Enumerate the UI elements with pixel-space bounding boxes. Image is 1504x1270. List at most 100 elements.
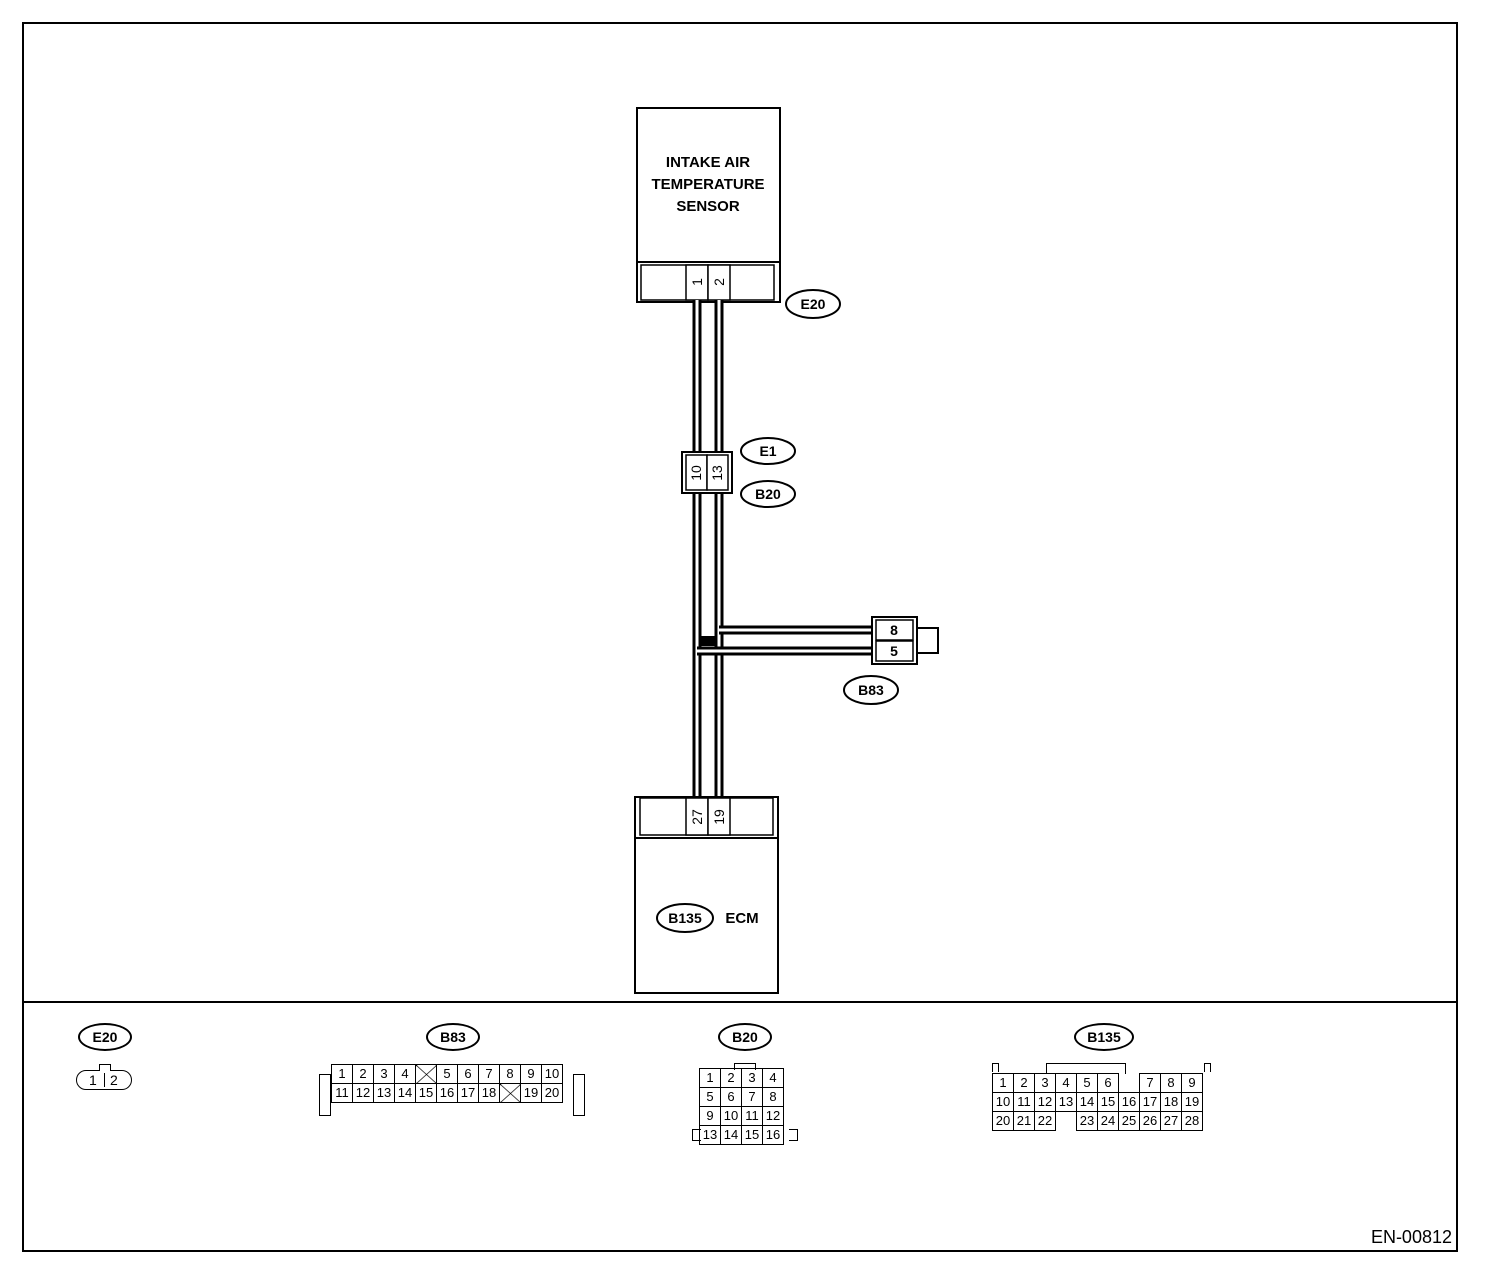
view-b135-pin: 19 (1181, 1092, 1203, 1112)
sensor-label-line3: SENSOR (676, 198, 740, 215)
b83-connector: 8 5 B83 (843, 616, 939, 705)
view-b20-pin: 12 (762, 1106, 784, 1126)
connector-callout-e20 (785, 289, 841, 319)
view-b83-pin: 3 (373, 1064, 395, 1084)
view-e20-separator (104, 1073, 105, 1087)
view-b20-title: B20 (718, 1023, 772, 1051)
view-b83-pin: 20 (541, 1083, 563, 1103)
joint-pin-13-cell (706, 454, 729, 491)
view-b20-key (734, 1063, 756, 1070)
view-b20-pin: 2 (720, 1068, 742, 1088)
view-b135-tab-right (1204, 1063, 1211, 1072)
b83-pin-8: 8 (890, 622, 898, 638)
view-b135-title: B135 (1074, 1023, 1134, 1051)
view-b20-pin: 7 (741, 1087, 763, 1107)
joint-connector-e1-b20: 10 13 E1 B20 (681, 437, 796, 508)
connector-callout-b83 (843, 675, 899, 705)
view-b83-pin: 2 (352, 1064, 374, 1084)
view-b83-pin: 15 (415, 1083, 437, 1103)
ecm-pin-19: 19 (711, 809, 727, 825)
view-b83-pin: 19 (520, 1083, 542, 1103)
view-e20-key (99, 1064, 111, 1071)
view-b135-pin: 27 (1160, 1111, 1182, 1131)
joint-pin-13: 13 (709, 465, 725, 481)
connector-callout-b135-text: B135 (668, 910, 702, 926)
ecm-label: ECM (725, 910, 758, 927)
view-b135-pin: 1 (992, 1073, 1014, 1093)
view-b135-pin: 15 (1097, 1092, 1119, 1112)
view-b135-key (1046, 1063, 1126, 1074)
view-b83-pin: 1 (331, 1064, 353, 1084)
ecm-pin-19-cell (707, 797, 731, 836)
view-b135-pin: 22 (1034, 1111, 1056, 1131)
connector-callout-b135 (656, 903, 714, 933)
connector-callout-b83-text: B83 (858, 682, 884, 698)
view-b83-pin: 11 (331, 1083, 353, 1103)
view-b135-gap (1056, 1112, 1077, 1131)
view-b135-pin: 11 (1013, 1092, 1035, 1112)
view-b135-pin: 8 (1160, 1073, 1182, 1093)
wiring-diagram: INTAKE AIR TEMPERATURE SENSOR 1 2 E20 10… (634, 107, 939, 994)
view-b83-blocked-cavity (415, 1064, 437, 1084)
view-e20-title: E20 (78, 1023, 132, 1051)
view-e20-connector: 1 2 (76, 1064, 132, 1090)
connector-callout-e1 (740, 437, 796, 465)
view-b20-pin: 10 (720, 1106, 742, 1126)
b83-pin-5: 5 (890, 643, 898, 659)
view-b83-pin: 7 (478, 1064, 500, 1084)
view-b20-pin: 8 (762, 1087, 784, 1107)
view-b20-pin: 9 (699, 1106, 721, 1126)
view-b135-pin: 18 (1160, 1092, 1182, 1112)
view-b135-pin: 28 (1181, 1111, 1203, 1131)
view-e20-pin-2: 2 (110, 1072, 118, 1088)
view-b83-pin: 4 (394, 1064, 416, 1084)
view-b135-tab-left (992, 1063, 999, 1072)
view-b135-pin: 3 (1034, 1073, 1056, 1093)
view-b20-pin: 11 (741, 1106, 763, 1126)
connector-callout-e20-text: E20 (801, 296, 826, 312)
view-b83-side-right (573, 1074, 585, 1116)
view-b83-title: B83 (426, 1023, 480, 1051)
connector-view-divider (22, 1001, 1458, 1003)
view-b20-tab-left (692, 1129, 701, 1141)
view-b83-pin: 6 (457, 1064, 479, 1084)
view-b135-pin: 26 (1139, 1111, 1161, 1131)
b83-pin-8-cell (875, 619, 914, 641)
sensor-pin-1: 1 (689, 278, 705, 286)
view-b135-pin: 6 (1097, 1073, 1119, 1093)
connector-callout-b20-text: B20 (755, 486, 781, 502)
view-b83-pin: 16 (436, 1083, 458, 1103)
view-b135-pin: 20 (992, 1111, 1014, 1131)
wire-crossing-block (701, 636, 715, 646)
sensor-pin-2: 2 (711, 278, 727, 286)
view-b83-pin: 12 (352, 1083, 374, 1103)
view-b20-tab-right (789, 1129, 798, 1141)
view-b20-pin: 4 (762, 1068, 784, 1088)
view-b135-pin: 12 (1034, 1092, 1056, 1112)
connector-callout-e1-text: E1 (759, 443, 776, 459)
view-b135-pin: 7 (1139, 1073, 1161, 1093)
b83-pin-5-cell (875, 640, 914, 662)
view-b83-pin: 14 (394, 1083, 416, 1103)
view-b83-blocked-cavity (499, 1083, 521, 1103)
view-b83-pin: 5 (436, 1064, 458, 1084)
ecm-pin-27: 27 (689, 809, 705, 825)
view-b83-pin: 13 (373, 1083, 395, 1103)
document-code: EN-00812 (1370, 1227, 1452, 1247)
view-b20-pin: 1 (699, 1068, 721, 1088)
view-b135-gap (1119, 1074, 1140, 1093)
view-b135-pin: 14 (1076, 1092, 1098, 1112)
view-b135-pin: 17 (1139, 1092, 1161, 1112)
wire-harness (692, 300, 874, 798)
